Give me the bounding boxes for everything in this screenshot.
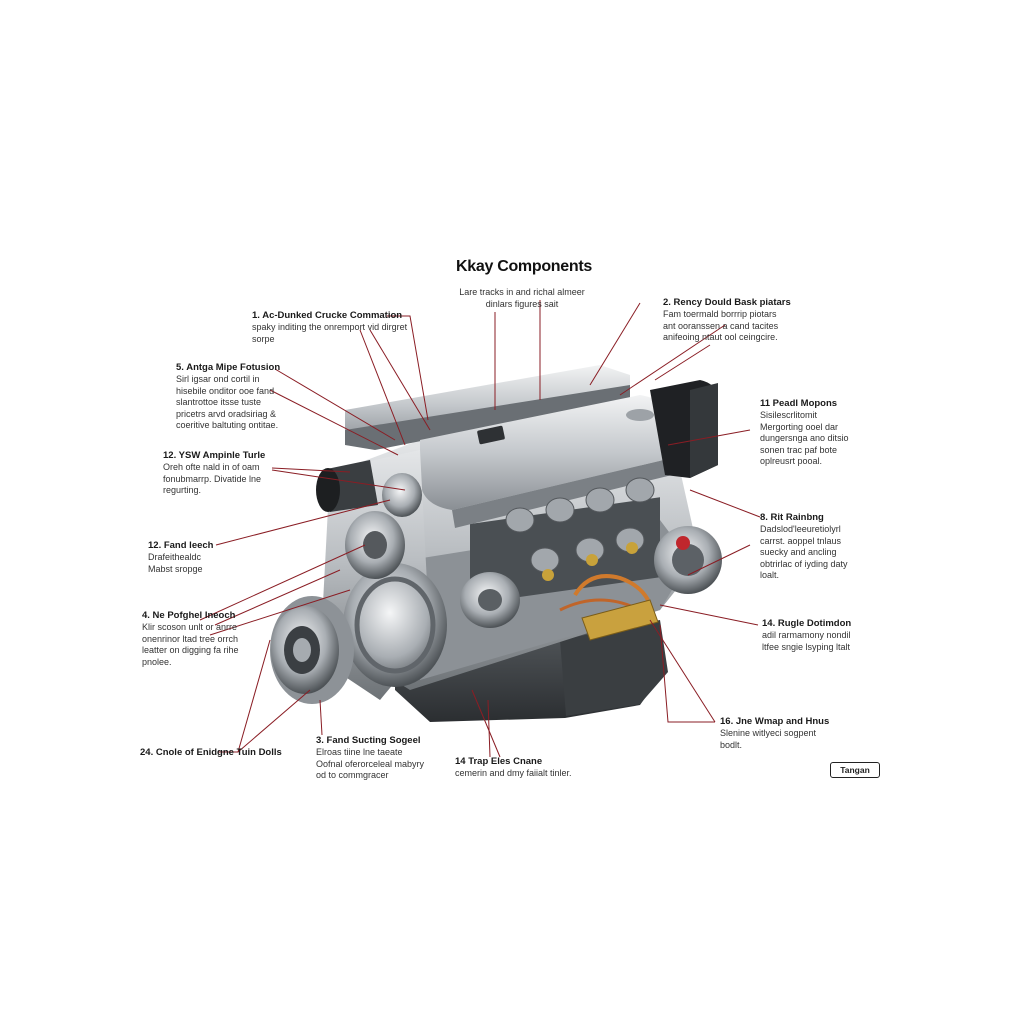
- fuel-lines: [559, 574, 659, 641]
- callout-c2: 2. Rency Dould Bask piatars Fam toermald…: [663, 297, 791, 344]
- callout-desc: spaky inditing the onremport vid dirgret…: [252, 322, 408, 344]
- leader-lines: [199, 300, 761, 758]
- callout-desc: Drafeithealdc Mabst sropge: [148, 552, 203, 574]
- crank-pulley: [343, 563, 447, 687]
- callout-c5: 12. YSW Ampinle Turle Oreh ofte nald in …: [163, 450, 271, 497]
- callout-c7: 8. Rit Rainbng Dadslod'leeuretiolyrl car…: [760, 512, 852, 582]
- cam-cover: [420, 395, 672, 528]
- callout-c9: 14. Rugle Dotimdon adil rarmamony nondil…: [762, 618, 862, 653]
- callout-heading: 11 Peadl Mopons: [760, 398, 838, 409]
- diagram-title: Kkay Components: [456, 258, 592, 275]
- callout-c13: 24. Cnole of Enidgne Tuin Dolls: [140, 747, 290, 759]
- callout-heading: 5. Antga Mipe Fotusion: [176, 362, 281, 373]
- callout-heading: 1. Ac-Dunked Crucke Commation: [252, 310, 403, 321]
- callout-desc: Sirl igsar ond cortil in hisebile ondito…: [176, 374, 279, 430]
- callout-c6: 12. Fand leech Drafeithealdc Mabst sropg…: [148, 540, 228, 575]
- corner-badge: Tangan: [830, 762, 880, 778]
- callout-desc: Dadslod'leeuretiolyrl carrst. aoppel tnl…: [760, 524, 848, 580]
- callout-heading: 14. Rugle Dotimdon: [762, 618, 852, 629]
- callout-desc: Slenine witlyeci sogpent bodlt.: [720, 728, 817, 750]
- callout-desc: cemerin and dmy faiialt tinler.: [455, 768, 572, 778]
- callout-heading: 12. YSW Ampinle Turle: [163, 450, 266, 461]
- title-note: Lare tracks in and richal almeer dinlars…: [459, 287, 585, 309]
- callout-heading: 3. Fand Sucting Sogeel: [316, 735, 421, 746]
- idler-pulley: [345, 473, 422, 579]
- callout-c8: 4. Ne Pofghel Ineoch Klir scoson unlt or…: [142, 610, 242, 668]
- callout-desc: Oreh ofte nald in of oam fonubmarrp. Div…: [163, 462, 262, 495]
- alternator: [460, 572, 520, 628]
- valve-cover-rear: [345, 365, 630, 450]
- callout-heading: 8. Rit Rainbng: [760, 512, 824, 523]
- callout-desc: adil rarmamony nondil ltfee sngie lsypin…: [762, 630, 851, 652]
- callout-heading: 16. Jne Wmap and Hnus: [720, 716, 830, 727]
- callout-heading: 12. Fand leech: [148, 540, 214, 551]
- callout-desc: Sisilescrlitomit Mergorting ooel dar dun…: [760, 410, 849, 466]
- callout-desc: Fam toermald borrrip piotars ant ooranss…: [663, 309, 779, 342]
- callout-c1: 1. Ac-Dunked Crucke Commation spaky indi…: [252, 310, 412, 345]
- callout-c11: 3. Fand Sucting Sogeel Elroas tiine lne …: [316, 735, 431, 782]
- callout-heading: 2. Rency Dould Bask piatars: [663, 297, 791, 308]
- callout-c3: 5. Antga Mipe Fotusion Sirl igsar ond co…: [176, 362, 284, 432]
- callout-heading: 14 Trap Eles Cnane: [455, 756, 543, 767]
- harmonic-balancer: [270, 596, 354, 704]
- control-module: [650, 380, 718, 478]
- callout-desc: Klir scoson unlt or anrre onenrinor ltad…: [142, 622, 239, 667]
- callout-heading: 24. Cnole of Enidgne Tuin Dolls: [140, 747, 282, 758]
- turbo-housing: [654, 526, 722, 594]
- intake-pipe: [316, 460, 378, 512]
- callout-c12: 14 Trap Eles Cnane cemerin and dmy faiia…: [455, 756, 595, 780]
- callout-desc: Elroas tiine lne taeate Oofnal oferorcel…: [316, 747, 425, 780]
- callout-heading: 4. Ne Pofghel Ineoch: [142, 610, 236, 621]
- callout-c10: 16. Jne Wmap and Hnus Slenine witlyeci s…: [720, 716, 835, 751]
- callout-c4: 11 Peadl Mopons Sisilescrlitomit Mergort…: [760, 398, 858, 468]
- intake-runners: [505, 477, 655, 581]
